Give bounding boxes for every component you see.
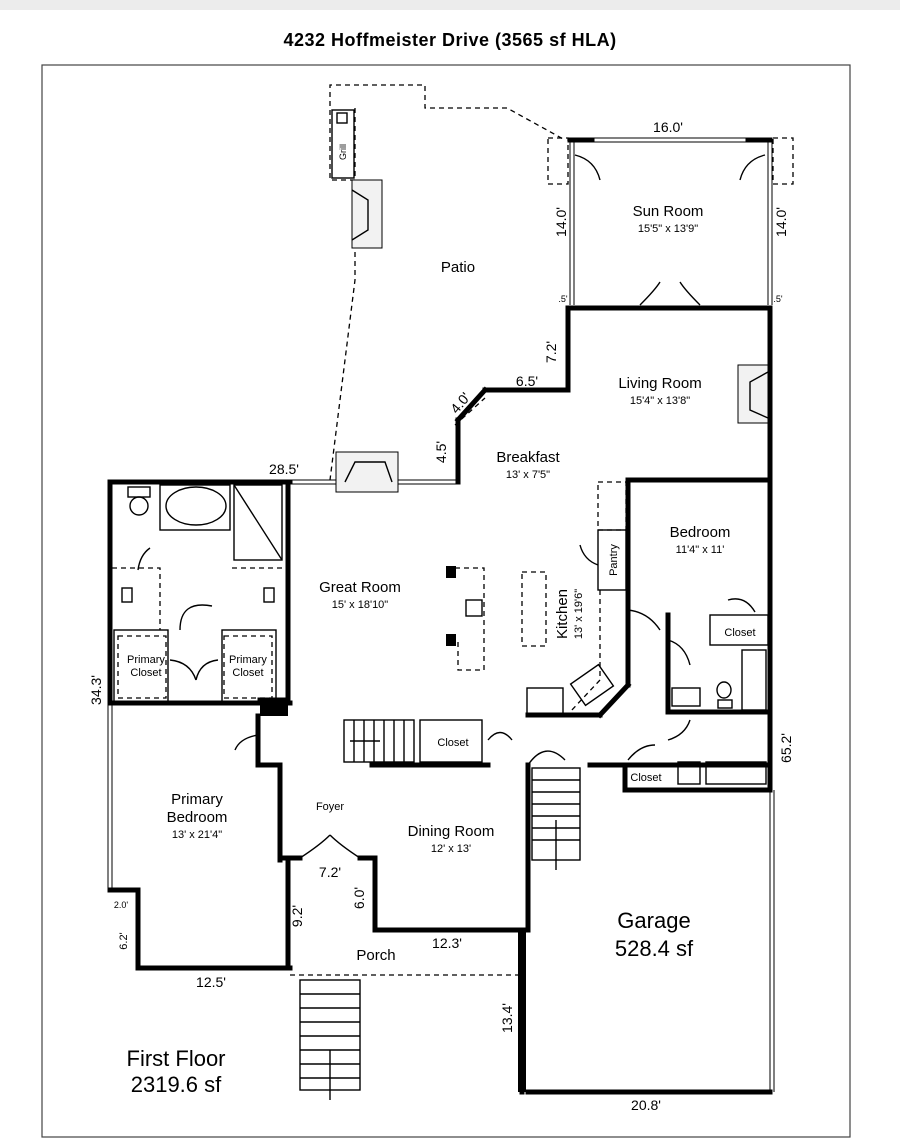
sun-room-size: 15'5" x 13'9" bbox=[638, 223, 698, 235]
sun-room-label: Sun Room bbox=[633, 203, 704, 220]
living-room-label: Living Room bbox=[618, 375, 701, 392]
kitchen-label: Kitchen bbox=[554, 589, 571, 639]
living-room-walls bbox=[454, 305, 773, 485]
bedroom-label: Bedroom bbox=[670, 524, 731, 541]
dim-4-5: 4.5' bbox=[433, 441, 449, 463]
dim-12-5: 12.5' bbox=[196, 974, 226, 990]
plan-title: 4232 Hoffmeister Drive (3565 sf HLA) bbox=[283, 30, 617, 50]
dim-sun-right: 14.0' bbox=[773, 207, 789, 237]
floor-name: First Floor bbox=[127, 1046, 226, 1071]
patio-label: Patio bbox=[441, 259, 475, 276]
top-bar bbox=[0, 0, 900, 10]
grill-box bbox=[331, 109, 355, 179]
primary-closet-left-line1: Primary bbox=[127, 654, 165, 666]
stairs-center bbox=[343, 719, 513, 768]
primary-closet-left-line2: Closet bbox=[130, 667, 161, 679]
dim-sun-left: 14.0' bbox=[553, 207, 569, 237]
closet-laundry-label: Closet bbox=[630, 772, 661, 784]
primary-bedroom-walls bbox=[107, 697, 293, 971]
dim-13-4: 13.4' bbox=[499, 1003, 515, 1033]
dim-sun-width: 16.0' bbox=[653, 119, 683, 135]
garage-label: Garage bbox=[617, 908, 690, 933]
primary-bedroom-size: 13' x 21'4" bbox=[172, 829, 222, 841]
great-room-label: Great Room bbox=[319, 579, 401, 596]
closet-stair-label: Closet bbox=[437, 737, 468, 749]
porch-label: Porch bbox=[356, 947, 395, 964]
dining-room-label: Dining Room bbox=[408, 823, 495, 840]
dim-34-3: 34.3' bbox=[88, 675, 104, 705]
dim-7-2-foyer: 7.2' bbox=[319, 864, 341, 880]
foyer-dining-walls bbox=[277, 750, 566, 933]
dim-7-2-top: 7.2' bbox=[543, 341, 559, 363]
foyer-label: Foyer bbox=[316, 801, 344, 813]
dim-28-5: 28.5' bbox=[269, 461, 299, 477]
dim-half-left: .5' bbox=[558, 294, 568, 304]
bedroom-size: 11'4" x 11' bbox=[676, 544, 725, 556]
primary-bedroom-label-line1: Primary bbox=[171, 791, 223, 808]
dim-6-5: 6.5' bbox=[516, 373, 538, 389]
grill-label: Grill bbox=[338, 144, 348, 160]
bedroom-walls bbox=[525, 477, 773, 793]
kitchen-size: 13' x 19'6" bbox=[573, 589, 585, 639]
breakfast-label: Breakfast bbox=[496, 449, 560, 466]
primary-bedroom-label-line2: Bedroom bbox=[167, 809, 228, 826]
pantry-label: Pantry bbox=[608, 544, 620, 576]
breakfast-size: 13' x 7'5" bbox=[506, 469, 550, 481]
garage-area: 528.4 sf bbox=[615, 936, 694, 961]
dim-half-right: .5' bbox=[773, 294, 783, 304]
dim-12-3: 12.3' bbox=[432, 935, 462, 951]
patio-outline bbox=[329, 84, 566, 481]
living-room-size: 15'4" x 13'8" bbox=[630, 395, 690, 407]
primary-closet-right-line1: Primary bbox=[229, 654, 267, 666]
garage-walls bbox=[518, 762, 775, 1095]
dim-20-8: 20.8' bbox=[631, 1097, 661, 1113]
kitchen-fixtures bbox=[446, 544, 615, 715]
great-room-size: 15' x 18'10" bbox=[332, 599, 389, 611]
closet-bedroom-label: Closet bbox=[724, 627, 755, 639]
plan-frame bbox=[41, 64, 851, 1138]
dim-9-2: 9.2' bbox=[289, 905, 305, 927]
dim-6-2: 6.2' bbox=[118, 932, 130, 949]
sun-room-walls bbox=[547, 137, 794, 306]
dim-2-0: 2.0' bbox=[114, 900, 129, 910]
dining-room-size: 12' x 13' bbox=[431, 843, 471, 855]
dim-65-2: 65.2' bbox=[778, 733, 794, 763]
floor-area: 2319.6 sf bbox=[131, 1072, 222, 1097]
great-room-top-wall bbox=[107, 451, 458, 493]
patio-fireplace bbox=[351, 179, 383, 249]
primary-closet-right-line2: Closet bbox=[232, 667, 263, 679]
porch bbox=[290, 974, 522, 1100]
dim-6-0: 6.0' bbox=[351, 887, 367, 909]
